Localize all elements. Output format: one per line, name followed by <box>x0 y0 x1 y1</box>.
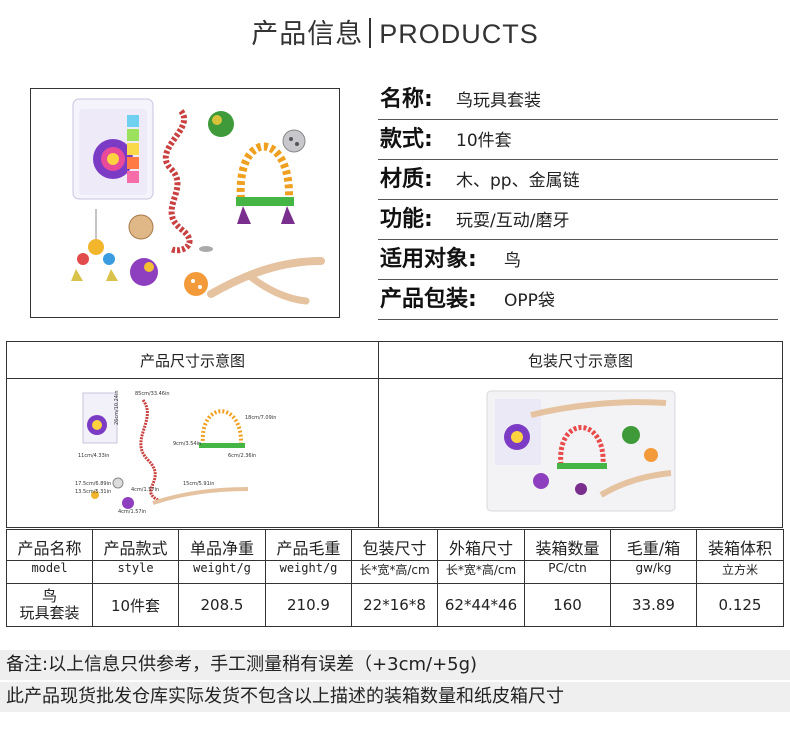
spec-value: 鸟 <box>504 251 521 271</box>
header-title-cn: 产品信息 <box>251 19 364 50</box>
spec-value: 木、pp、金属链 <box>456 171 580 191</box>
header-cell: 单品净重 <box>178 529 266 561</box>
header-separator <box>369 18 372 48</box>
spec-row-material: 材质: 木、pp、金属链 <box>378 160 778 200</box>
cell-style: 10件套 <box>92 583 179 627</box>
header-cell: 毛重/箱 <box>610 529 697 561</box>
cell-volume: 0.125 <box>696 583 784 627</box>
spec-label: 名称: <box>380 87 433 112</box>
header-cell: 产品款式 <box>92 529 179 561</box>
header-cell: 产品毛重 <box>265 529 352 561</box>
table-subheader-row: model style weight/g weight/g 长*宽*高/cm 长… <box>6 560 784 584</box>
cell-carton-weight: 33.89 <box>610 583 697 627</box>
cell-net-weight: 208.5 <box>178 583 266 627</box>
product-photo <box>30 88 340 318</box>
package-illustration <box>486 390 675 512</box>
subheader-cell: 长*宽*高/cm <box>437 560 525 584</box>
header-cell: 装箱数量 <box>524 529 611 561</box>
product-dimension-diagram: 11cm/4.33in 26cm/10.24in 85cm/33.46in 18… <box>6 378 379 528</box>
spec-label: 功能: <box>380 207 433 232</box>
subheader-cell: weight/g <box>178 560 266 584</box>
cell-package-size: 22*16*8 <box>351 583 438 627</box>
subheader-cell: 长*宽*高/cm <box>351 560 438 584</box>
spec-value: 10件套 <box>456 131 512 151</box>
subheader-cell: weight/g <box>265 560 352 584</box>
model-line: 玩具套装 <box>19 604 80 622</box>
dim-label: 4cm/1.57in <box>118 509 146 515</box>
dim-label: 17.5cm/6.89in <box>75 481 111 487</box>
cell-carton-size: 62*44*46 <box>437 583 525 627</box>
spec-value: OPP袋 <box>504 291 555 311</box>
spec-row-style: 款式: 10件套 <box>378 120 778 160</box>
note-line-1: 备注:以上信息只供参考，手工测量稍有误差（+3cm/+5g) <box>0 650 790 680</box>
dim-label: 18cm/7.09in <box>245 415 276 421</box>
product-illustration <box>71 98 325 305</box>
table-header-row: 产品名称 产品款式 单品净重 产品毛重 包装尺寸 外箱尺寸 装箱数量 毛重/箱 … <box>6 529 784 561</box>
subheader-cell: PC/ctn <box>524 560 611 584</box>
header-cell: 装箱体积 <box>696 529 784 561</box>
package-dimension-title: 包装尺寸示意图 <box>378 341 783 379</box>
header-cell: 产品名称 <box>6 529 93 561</box>
subheader-cell: 立方米 <box>696 560 784 584</box>
cell-quantity: 160 <box>524 583 611 627</box>
package-dimension-diagram <box>378 378 783 528</box>
spec-row-name: 名称: 鸟玩具套装 <box>378 80 778 120</box>
product-dimension-title: 产品尺寸示意图 <box>6 341 379 379</box>
spec-row-target: 适用对象: 鸟 <box>378 240 778 280</box>
dimension-diagram: 11cm/4.33in 26cm/10.24in 85cm/33.46in 18… <box>75 390 276 515</box>
product-info-table: 产品名称 产品款式 单品净重 产品毛重 包装尺寸 外箱尺寸 装箱数量 毛重/箱 … <box>6 529 784 627</box>
dim-label: 13.5cm/5.31in <box>75 489 111 495</box>
cell-gross-weight: 210.9 <box>265 583 352 627</box>
header-cell: 包装尺寸 <box>351 529 438 561</box>
spec-row-packaging: 产品包装: OPP袋 <box>378 280 778 320</box>
model-line: 鸟 <box>41 587 57 605</box>
subheader-cell: gw/kg <box>610 560 697 584</box>
spec-row-function: 功能: 玩耍/互动/磨牙 <box>378 200 778 240</box>
note-line-2: 此产品现货批发仓库实际发货不包含以上描述的装箱数量和纸皮箱尺寸 <box>0 682 790 712</box>
spec-label: 适用对象: <box>380 247 477 272</box>
dimension-section: 产品尺寸示意图 包装尺寸示意图 11cm/4.33in 26cm/10.24in… <box>6 341 783 528</box>
dim-label: 15cm/5.91in <box>183 481 214 487</box>
dim-label: 6cm/2.36in <box>228 453 256 459</box>
spec-value: 玩耍/互动/磨牙 <box>456 211 570 231</box>
header-cell: 外箱尺寸 <box>437 529 525 561</box>
cell-model: 鸟 玩具套装 <box>6 583 93 627</box>
spec-value: 鸟玩具套装 <box>456 91 541 111</box>
dim-label: 4cm/1.57in <box>131 487 159 493</box>
dim-label: 9cm/3.54in <box>173 441 201 447</box>
dim-label: 11cm/4.33in <box>78 453 109 459</box>
spec-label: 产品包装: <box>380 287 477 312</box>
header-title-en: PRODUCTS <box>379 19 539 49</box>
spec-label: 材质: <box>380 167 433 192</box>
subheader-cell: style <box>92 560 179 584</box>
page-header: 产品信息 PRODUCTS <box>0 12 790 51</box>
subheader-cell: model <box>6 560 93 584</box>
dim-label: 26cm/10.24in <box>114 390 120 425</box>
dim-label: 85cm/33.46in <box>135 391 170 397</box>
spec-label: 款式: <box>380 127 433 152</box>
table-row: 鸟 玩具套装 10件套 208.5 210.9 22*16*8 62*44*46… <box>6 583 784 627</box>
